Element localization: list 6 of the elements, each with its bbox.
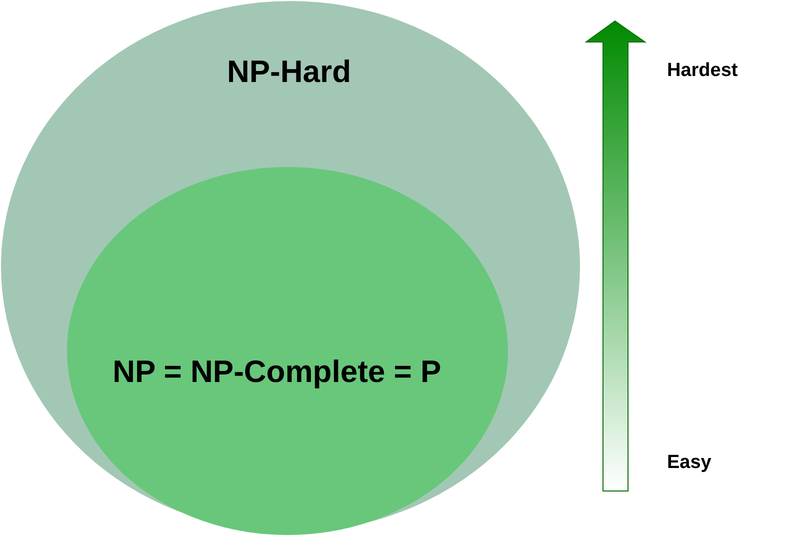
set-label: NP-Hard [226, 54, 351, 90]
difficulty-label: Hardest [667, 60, 738, 82]
difficulty-label: Easy [667, 452, 712, 474]
np-hard-ellipse [1, 1, 580, 532]
set-label: NP = NP-Complete = P [112, 354, 442, 390]
np-complete-ellipse [67, 167, 508, 535]
